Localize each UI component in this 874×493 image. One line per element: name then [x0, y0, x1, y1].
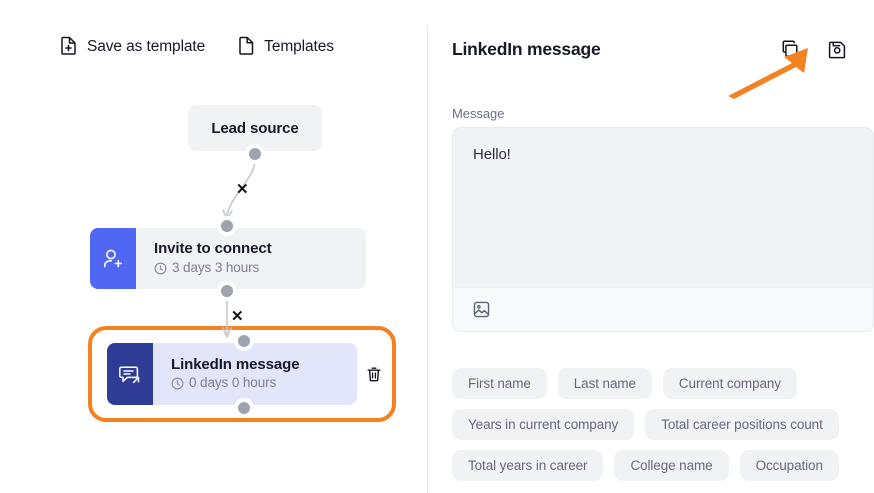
flow-edge-delete-1[interactable]: ✕	[236, 181, 249, 198]
file-icon	[239, 36, 254, 58]
step-details-header: LinkedIn message	[452, 34, 850, 64]
copy-icon	[782, 40, 798, 57]
flow-node-linkedin-message[interactable]: LinkedIn message 0 days 0 hours	[107, 343, 357, 405]
flow-node-invite-title: Invite to connect	[154, 240, 272, 258]
message-editor-toolbar	[453, 287, 873, 331]
save-button[interactable]	[824, 36, 850, 62]
flow-handle-invite-output[interactable]	[217, 281, 237, 301]
templates-label: Templates	[264, 38, 334, 55]
flow-node-linkedin-delete-button[interactable]	[363, 363, 385, 385]
flow-handle-linkedin-output[interactable]	[234, 398, 254, 418]
file-plus-icon	[60, 36, 77, 58]
page-title: LinkedIn message	[452, 38, 601, 59]
flow-node-lead-source[interactable]: Lead source	[188, 105, 322, 151]
variable-chip[interactable]: Last name	[557, 368, 652, 399]
person-add-icon	[90, 228, 136, 289]
flow-node-linkedin-body: LinkedIn message 0 days 0 hours	[153, 343, 357, 405]
flow-diagram[interactable]: Lead source ✕ Invite to connect	[0, 0, 427, 493]
message-field-label: Message	[452, 106, 505, 121]
variable-chip-list: First name Last name Current company Yea…	[452, 368, 874, 481]
flow-node-invite-to-connect[interactable]: Invite to connect 3 days 3 hours	[90, 228, 366, 289]
save-as-template-button[interactable]: Save as template	[60, 36, 205, 58]
insert-image-button[interactable]	[469, 298, 493, 322]
step-details-panel: LinkedIn message Message Hello!	[428, 0, 874, 493]
message-send-icon	[107, 343, 153, 405]
variable-chip[interactable]: Total years in career	[452, 450, 604, 481]
flow-node-linkedin-delay: 0 days 0 hours	[171, 375, 357, 391]
copy-button[interactable]	[778, 36, 804, 62]
canvas-toolbar: Save as template Templates	[60, 36, 334, 58]
flow-node-invite-delay-text: 3 days 3 hours	[172, 259, 260, 275]
variable-chip[interactable]: Occupation	[739, 450, 839, 481]
workflow-canvas-panel: Save as template Templates	[0, 0, 427, 493]
message-input[interactable]: Hello!	[473, 146, 511, 163]
trash-icon	[367, 367, 381, 381]
variable-chip[interactable]: Total career positions count	[645, 409, 839, 440]
variable-chip[interactable]: College name	[614, 450, 729, 481]
panel-divider	[427, 25, 428, 493]
image-icon	[473, 301, 489, 318]
floppy-save-icon	[828, 41, 845, 58]
flow-edge-delete-2[interactable]: ✕	[231, 308, 244, 325]
flow-node-linkedin-delay-text: 0 days 0 hours	[189, 375, 277, 391]
clock-icon	[171, 377, 184, 390]
flow-handle-invite-input[interactable]	[217, 216, 237, 236]
variable-chip[interactable]: Current company	[662, 368, 797, 399]
save-as-template-label: Save as template	[87, 38, 206, 55]
flow-handle-linkedin-input[interactable]	[234, 331, 254, 351]
variable-chip[interactable]: Years in current company	[452, 409, 635, 440]
flow-handle-lead-source-output[interactable]	[245, 144, 265, 164]
flow-node-lead-source-title: Lead source	[211, 119, 299, 137]
flow-node-linkedin-title: LinkedIn message	[171, 355, 300, 373]
flow-node-invite-body: Invite to connect 3 days 3 hours	[136, 228, 366, 289]
variable-chip[interactable]: First name	[452, 368, 547, 399]
message-editor[interactable]: Hello!	[452, 127, 874, 332]
clock-icon	[154, 262, 167, 275]
templates-button[interactable]: Templates	[239, 36, 334, 58]
flow-node-invite-delay: 3 days 3 hours	[154, 259, 366, 276]
